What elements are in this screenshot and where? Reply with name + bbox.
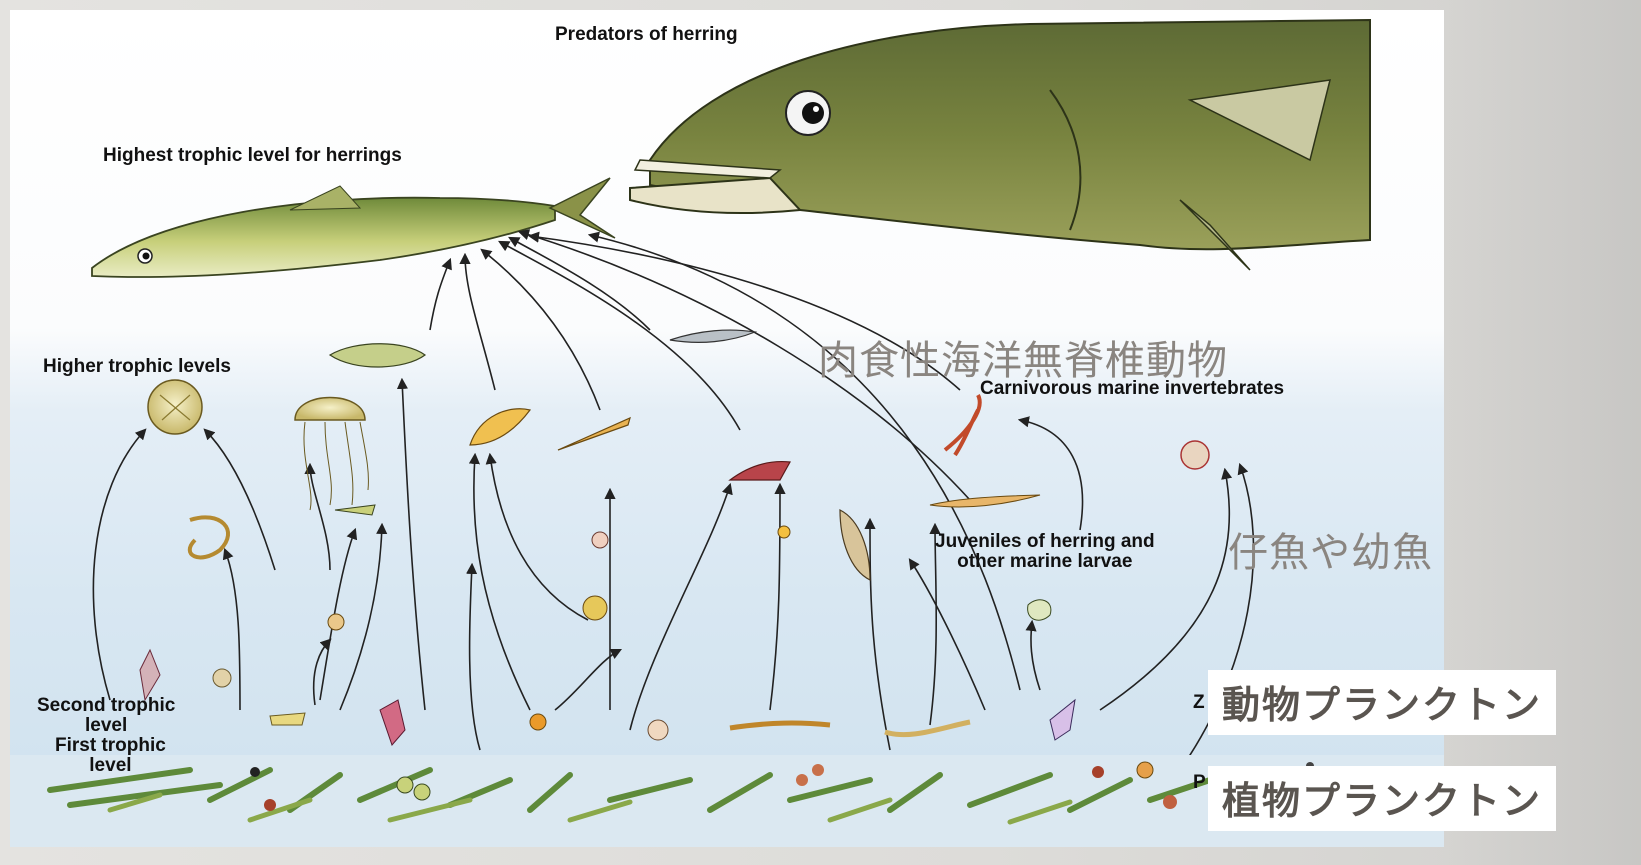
label-juveniles-line1: Juveniles of herring and (935, 532, 1155, 552)
label-second-line2: level (37, 716, 175, 736)
label-first-trophic: First trophic level (55, 736, 166, 776)
label-juveniles-line2: other marine larvae (935, 552, 1155, 572)
label-phytoplankton-partial: P (1193, 772, 1206, 794)
label-juveniles: Juveniles of herring and other marine la… (935, 532, 1155, 572)
label-higher-trophic: Higher trophic levels (43, 356, 231, 378)
slide-edge-shading (1440, 0, 1641, 865)
label-zooplankton-partial: Z (1193, 692, 1205, 714)
label-first-line2: level (55, 756, 166, 776)
overlay-carnivorous-jp: 肉食性海洋無脊椎動物 (818, 328, 1228, 386)
label-second-trophic: Second trophic level (37, 696, 175, 736)
predator-fish (630, 20, 1370, 270)
label-second-line1: Second trophic (37, 696, 175, 716)
feeding-arrows (93, 232, 1253, 770)
label-first-line1: First trophic (55, 736, 166, 756)
overlay-juveniles-jp: 仔魚や幼魚 (1228, 520, 1433, 578)
label-predators: Predators of herring (555, 24, 738, 46)
overlay-zooplankton-box: 動物プランクトン (1208, 670, 1556, 735)
label-highest-trophic: Highest trophic level for herrings (103, 145, 402, 167)
overlay-phytoplankton-box: 植物プランクトン (1208, 766, 1556, 831)
